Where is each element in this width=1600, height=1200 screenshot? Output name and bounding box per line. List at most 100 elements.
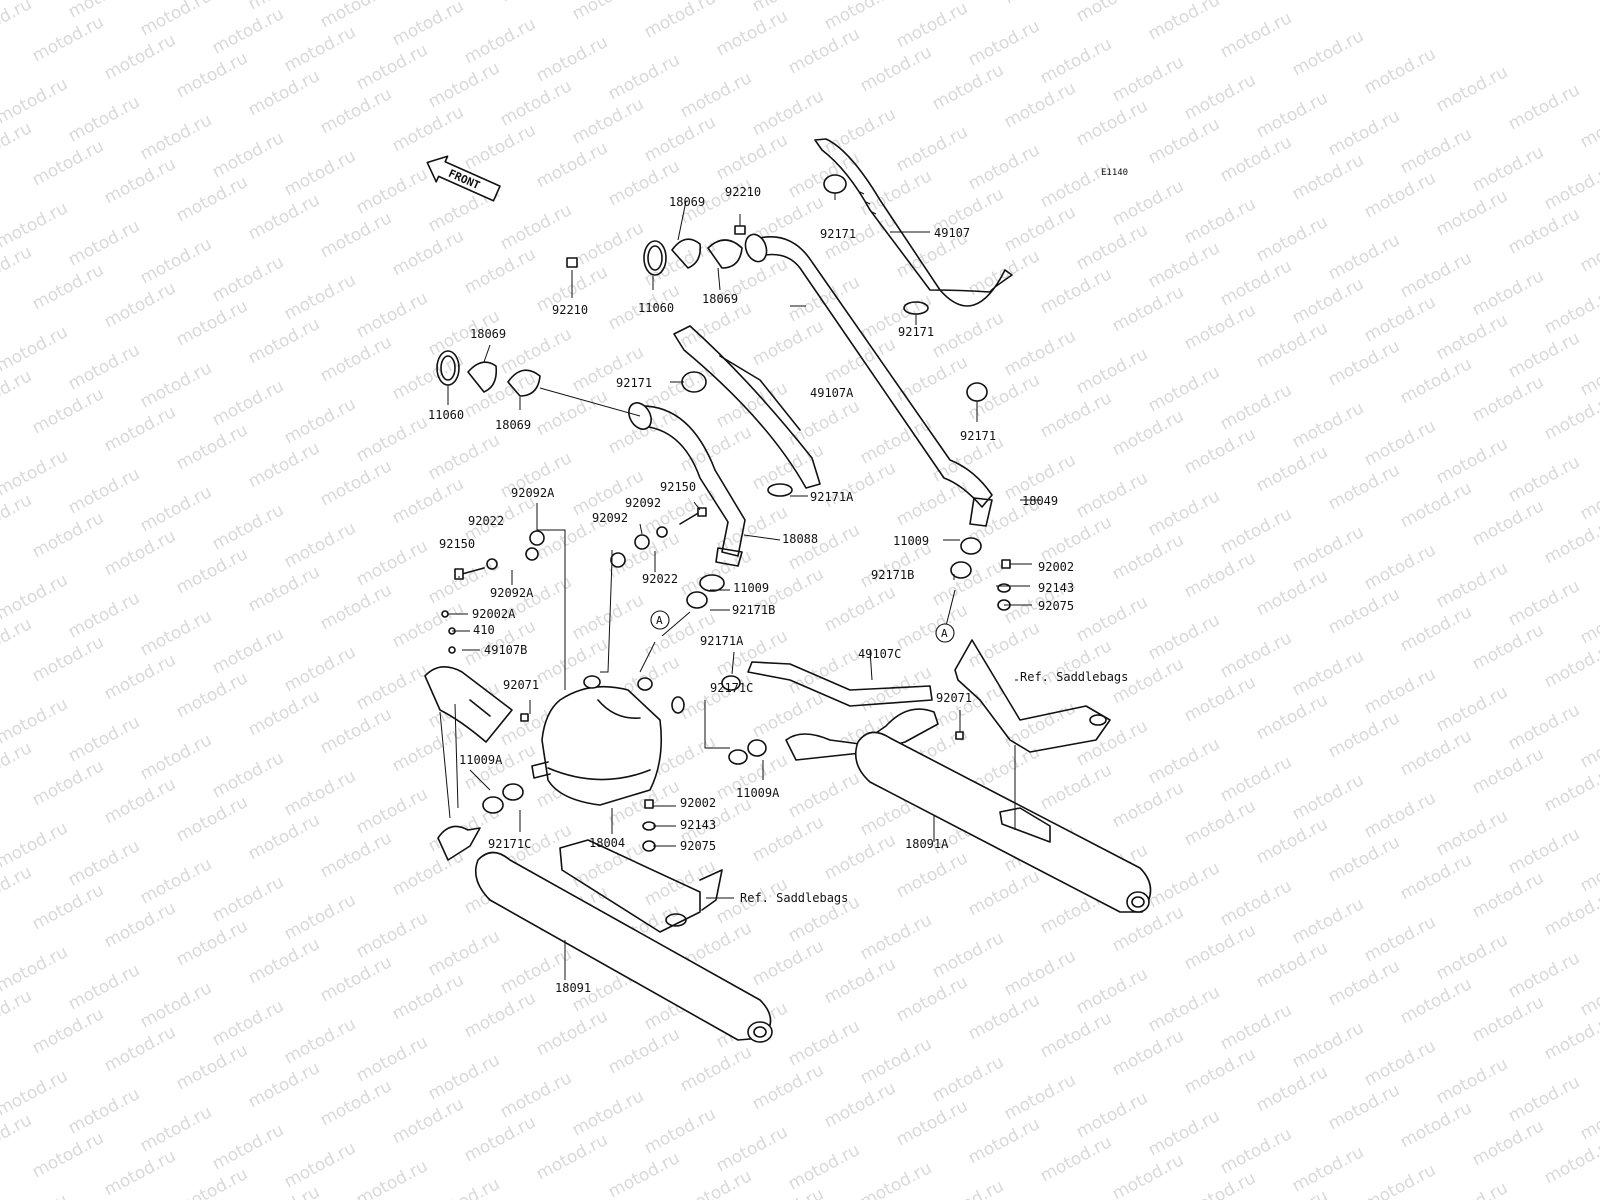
watermark-text: motod.ru bbox=[1073, 0, 1151, 26]
watermark-text: motod.ru bbox=[1181, 796, 1259, 850]
watermark-text: motod.ru bbox=[533, 1006, 611, 1060]
watermark-text: motod.ru bbox=[1109, 1150, 1187, 1200]
watermark-text: motod.ru bbox=[1289, 274, 1367, 328]
watermark-text: motod.ru bbox=[353, 1032, 431, 1086]
watermark-text: motod.ru bbox=[29, 1128, 107, 1182]
label-92171C: 92171C bbox=[488, 837, 531, 851]
diagram-code: E1140 bbox=[1101, 168, 1128, 178]
label-92171B: 92171B bbox=[732, 603, 775, 617]
watermark-text: motod.ru bbox=[0, 942, 71, 996]
label-11009: 11009 bbox=[893, 534, 929, 548]
watermark-text: motod.ru bbox=[245, 810, 323, 864]
watermark-text: motod.ru bbox=[785, 24, 863, 78]
watermark-text: motod.ru bbox=[1361, 912, 1439, 966]
watermark-text: motod.ru bbox=[353, 1156, 431, 1200]
watermark-text: motod.ru bbox=[1433, 310, 1511, 364]
watermark-text: motod.ru bbox=[353, 784, 431, 838]
watermark-text: motod.ru bbox=[1325, 336, 1403, 390]
label-18069: 18069 bbox=[669, 195, 705, 209]
label-18004: 18004 bbox=[589, 836, 625, 850]
watermark-text: motod.ru bbox=[1073, 96, 1151, 150]
watermark-text: motod.ru bbox=[65, 216, 143, 270]
watermark-text: motod.ru bbox=[1145, 486, 1223, 540]
watermark-text: motod.ru bbox=[713, 1122, 791, 1176]
watermark-text: motod.ru bbox=[1433, 682, 1511, 736]
watermark-text: motod.ru bbox=[749, 936, 827, 990]
watermark-text: motod.ru bbox=[29, 12, 107, 66]
watermark-text: motod.ru bbox=[317, 704, 395, 758]
watermark-text: motod.ru bbox=[0, 446, 71, 500]
watermark-text: motod.ru bbox=[65, 92, 143, 146]
watermark-text: motod.ru bbox=[965, 1114, 1043, 1168]
watermark-text: motod.ru bbox=[1505, 452, 1583, 506]
watermark-text: motod.ru bbox=[1541, 886, 1600, 940]
watermark-text: motod.ru bbox=[209, 252, 287, 306]
watermark-text: motod.ru bbox=[1181, 424, 1259, 478]
watermark-text: motod.ru bbox=[1505, 1072, 1583, 1126]
watermark-text: motod.ru bbox=[1037, 760, 1115, 814]
watermark-text: motod.ru bbox=[713, 502, 791, 556]
watermark-text: motod.ru bbox=[209, 500, 287, 554]
watermark-text: motod.ru bbox=[29, 632, 107, 686]
watermark-text: motod.ru bbox=[353, 660, 431, 714]
watermark-text: motod.ru bbox=[1541, 1010, 1600, 1064]
label-92150: 92150 bbox=[660, 480, 696, 494]
watermark-text: motod.ru bbox=[353, 908, 431, 962]
watermark-text: motod.ru bbox=[1577, 98, 1600, 152]
watermark-text: motod.ru bbox=[1505, 576, 1583, 630]
watermark-text: motod.ru bbox=[1433, 186, 1511, 240]
watermark-text: motod.ru bbox=[1505, 328, 1583, 382]
watermark-text: motod.ru bbox=[1397, 726, 1475, 780]
watermark-text: motod.ru bbox=[1073, 1088, 1151, 1142]
watermark-text: motod.ru bbox=[245, 1182, 323, 1200]
watermark-text: motod.ru bbox=[1541, 1134, 1600, 1188]
watermark-text: motod.ru bbox=[857, 1158, 935, 1200]
watermark-text: motod.ru bbox=[569, 0, 647, 24]
watermark-text: motod.ru bbox=[1433, 434, 1511, 488]
svg-text:A: A bbox=[941, 627, 948, 640]
watermark-text: motod.ru bbox=[713, 6, 791, 60]
watermark-text: motod.ru bbox=[65, 836, 143, 890]
watermark-text: motod.ru bbox=[29, 756, 107, 810]
watermark-text: motod.ru bbox=[29, 136, 107, 190]
watermark-text: motod.ru bbox=[497, 1068, 575, 1122]
saddlebag-bracket-right bbox=[954, 639, 1111, 843]
watermark-text: motod.ru bbox=[0, 74, 71, 128]
watermark-text: motod.ru bbox=[1577, 470, 1600, 524]
label-92002: 92002 bbox=[1038, 560, 1074, 574]
watermark-text: motod.ru bbox=[1397, 1098, 1475, 1152]
watermark-text: motod.ru bbox=[1541, 638, 1600, 692]
watermark-text: motod.ru bbox=[1145, 734, 1223, 788]
watermark-text: motod.ru bbox=[0, 570, 71, 624]
watermark-text: motod.ru bbox=[1397, 248, 1475, 302]
watermark-text: motod.ru bbox=[209, 128, 287, 182]
label-11009: 11009 bbox=[733, 581, 769, 595]
label-92092: 92092 bbox=[592, 511, 628, 525]
leader-lines bbox=[439, 193, 1040, 980]
watermark-text: motod.ru bbox=[1181, 194, 1259, 248]
watermark-text: motod.ru bbox=[533, 32, 611, 86]
watermark-text: motod.ru bbox=[101, 278, 179, 332]
watermark-text: motod.ru bbox=[893, 972, 971, 1026]
watermark-text: motod.ru bbox=[1253, 690, 1331, 744]
watermark-text: motod.ru bbox=[1001, 78, 1079, 132]
watermark-text: motod.ru bbox=[65, 712, 143, 766]
watermark-text: motod.ru bbox=[1397, 850, 1475, 904]
watermark-text: motod.ru bbox=[785, 768, 863, 822]
label-92171B: 92171B bbox=[871, 568, 914, 582]
watermark-text: motod.ru bbox=[821, 458, 899, 512]
watermark-text: motod.ru bbox=[65, 340, 143, 394]
watermark-text: motod.ru bbox=[1181, 70, 1259, 124]
watermark-text: motod.ru bbox=[1433, 930, 1511, 984]
exhaust-pipe-18049 bbox=[744, 233, 993, 527]
label-92171A: 92171A bbox=[700, 634, 744, 648]
watermark-text: motod.ru bbox=[389, 970, 467, 1024]
watermark-text: motod.ru bbox=[1397, 974, 1475, 1028]
watermark-text: motod.ru bbox=[677, 68, 755, 122]
label-18088: 18088 bbox=[782, 532, 818, 546]
watermark-text: motod.ru bbox=[677, 1166, 755, 1200]
watermark-text: motod.ru bbox=[101, 402, 179, 456]
watermark-text: motod.ru bbox=[1181, 920, 1259, 974]
heat-shield-49107B bbox=[424, 666, 513, 743]
